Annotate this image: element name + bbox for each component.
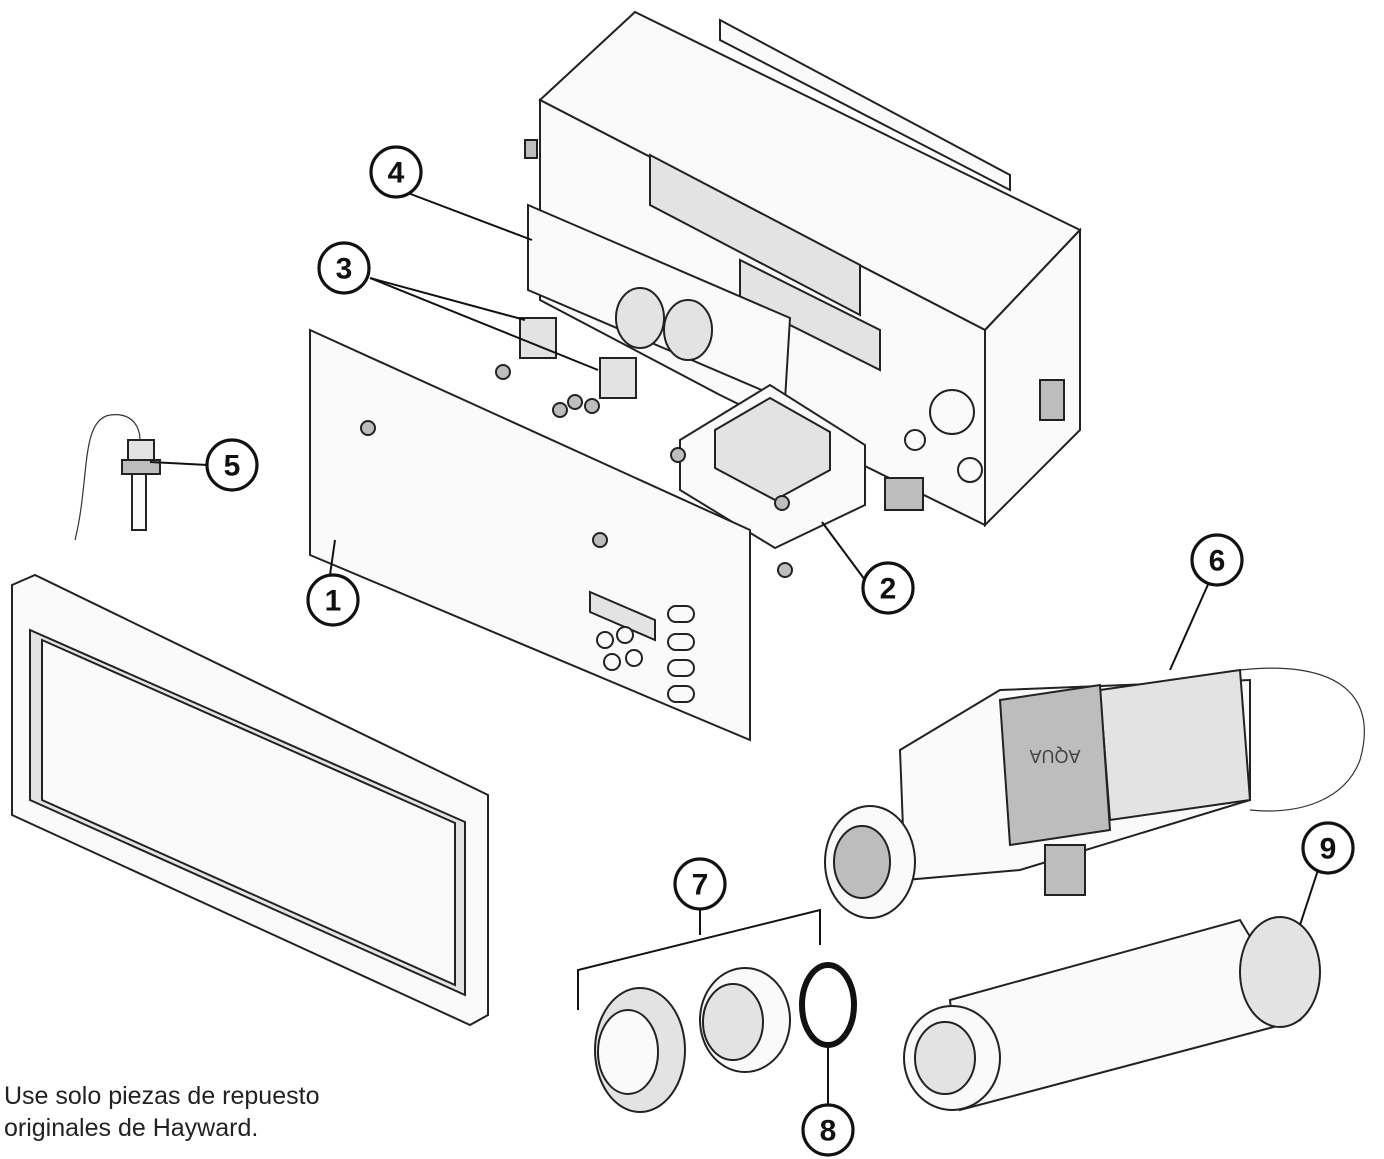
cell-band-text: AQUA bbox=[1029, 746, 1080, 766]
salt-cell: AQUA bbox=[824, 667, 1365, 919]
callout-7-label: 7 bbox=[692, 869, 709, 902]
footnote-line-2: originales de Hayward. bbox=[4, 1114, 259, 1142]
callout-9-label: 9 bbox=[1320, 833, 1337, 866]
callout-1: 1 bbox=[306, 573, 360, 627]
union-fittings bbox=[594, 967, 791, 1113]
callout-6: 6 bbox=[1190, 533, 1244, 587]
callout-7: 7 bbox=[673, 857, 727, 911]
cell-tube bbox=[903, 916, 1321, 1112]
callout-2-label: 2 bbox=[880, 573, 897, 606]
callout-5: 5 bbox=[205, 438, 259, 492]
transformer bbox=[670, 383, 866, 578]
circuit-board bbox=[495, 203, 792, 418]
callout-6-label: 6 bbox=[1209, 545, 1226, 578]
leader-lines bbox=[149, 189, 1319, 1105]
callout-8-label: 8 bbox=[820, 1115, 837, 1148]
callout-9: 9 bbox=[1301, 821, 1355, 875]
footnote: Use solo piezas de repuesto originales d… bbox=[4, 1080, 319, 1144]
footnote-line-1: Use solo piezas de repuesto bbox=[4, 1082, 320, 1110]
callout-4-label: 4 bbox=[388, 157, 405, 190]
callout-3: 3 bbox=[317, 241, 371, 295]
callout-4: 4 bbox=[369, 145, 423, 199]
o-ring bbox=[799, 962, 857, 1048]
control-panel bbox=[309, 328, 751, 742]
flow-switch bbox=[74, 414, 161, 541]
cover-frame bbox=[11, 573, 489, 1027]
callout-5-label: 5 bbox=[224, 450, 241, 483]
callout-1-label: 1 bbox=[325, 585, 342, 618]
callout-8: 8 bbox=[801, 1103, 855, 1157]
callout-3-label: 3 bbox=[336, 253, 353, 286]
callout-2: 2 bbox=[861, 561, 915, 615]
